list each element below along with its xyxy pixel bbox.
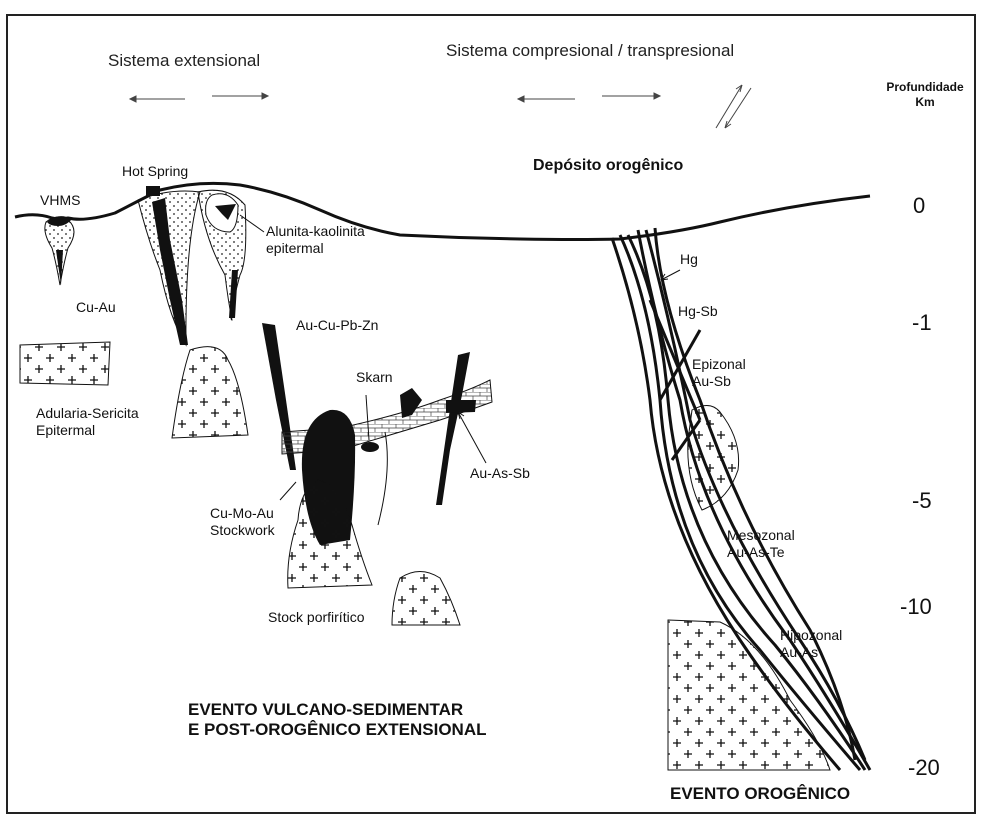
pluton-upper-left [172, 347, 248, 438]
label-au-cu-pb-zn: Au-Cu-Pb-Zn [296, 317, 378, 334]
label-hipozonal-1: Hipozonal [780, 627, 842, 644]
event-orogenic-title: EVENTO OROGÊNICO [670, 785, 850, 802]
depth-tick-0: 0 [913, 193, 925, 219]
header-extensional: Sistema extensional [108, 52, 260, 69]
label-hg-sb: Hg-Sb [678, 303, 718, 320]
label-skarn: Skarn [356, 369, 393, 386]
label-alunita-2: epitermal [266, 240, 324, 257]
label-adularia-2: Epitermal [36, 422, 95, 439]
depth-tick-20: -20 [908, 755, 940, 781]
transpression-arrows [716, 85, 751, 128]
label-hot-spring: Hot Spring [122, 163, 188, 180]
label-stock: Stock porfirítico [268, 609, 364, 626]
label-hg: Hg [680, 251, 698, 268]
label-mesozonal-1: Mesozonal [727, 527, 795, 544]
depth-tick-5: -5 [912, 488, 932, 514]
orogenic-pluton-upper [688, 405, 739, 510]
label-au-as-sb: Au-As-Sb [470, 465, 530, 482]
compression-arrows [518, 93, 660, 102]
adularia-pluton [20, 342, 110, 385]
label-cu-mo-au-1: Cu-Mo-Au [210, 505, 274, 522]
depth-tick-10: -10 [900, 594, 932, 620]
depth-tick-1: -1 [912, 310, 932, 336]
label-mesozonal-2: Au-As-Te [727, 544, 785, 561]
event-volcano-title: EVENTO VULCANO-SEDIMENTAR E POST-OROGÊNI… [188, 700, 486, 740]
stock-porfiritico [288, 480, 372, 588]
label-adularia-1: Adularia-Sericita [36, 405, 139, 422]
label-cu-mo-au-2: Stockwork [210, 522, 275, 539]
label-orogenic-deposit: Depósito orogênico [533, 157, 683, 174]
header-compressional: Sistema compresional / transpresional [446, 42, 734, 59]
depth-title: Profundidade Km [880, 80, 970, 110]
label-cu-au: Cu-Au [76, 299, 116, 316]
label-epizonal-1: Epizonal [692, 356, 746, 373]
label-alunita-1: Alunita-kaolinita [266, 223, 365, 240]
extension-arrows [130, 93, 268, 102]
label-epizonal-2: Au-Sb [692, 373, 731, 390]
label-hipozonal-2: Au-As [780, 644, 818, 661]
pluton-lower [392, 572, 460, 626]
label-vhms: VHMS [40, 192, 80, 209]
